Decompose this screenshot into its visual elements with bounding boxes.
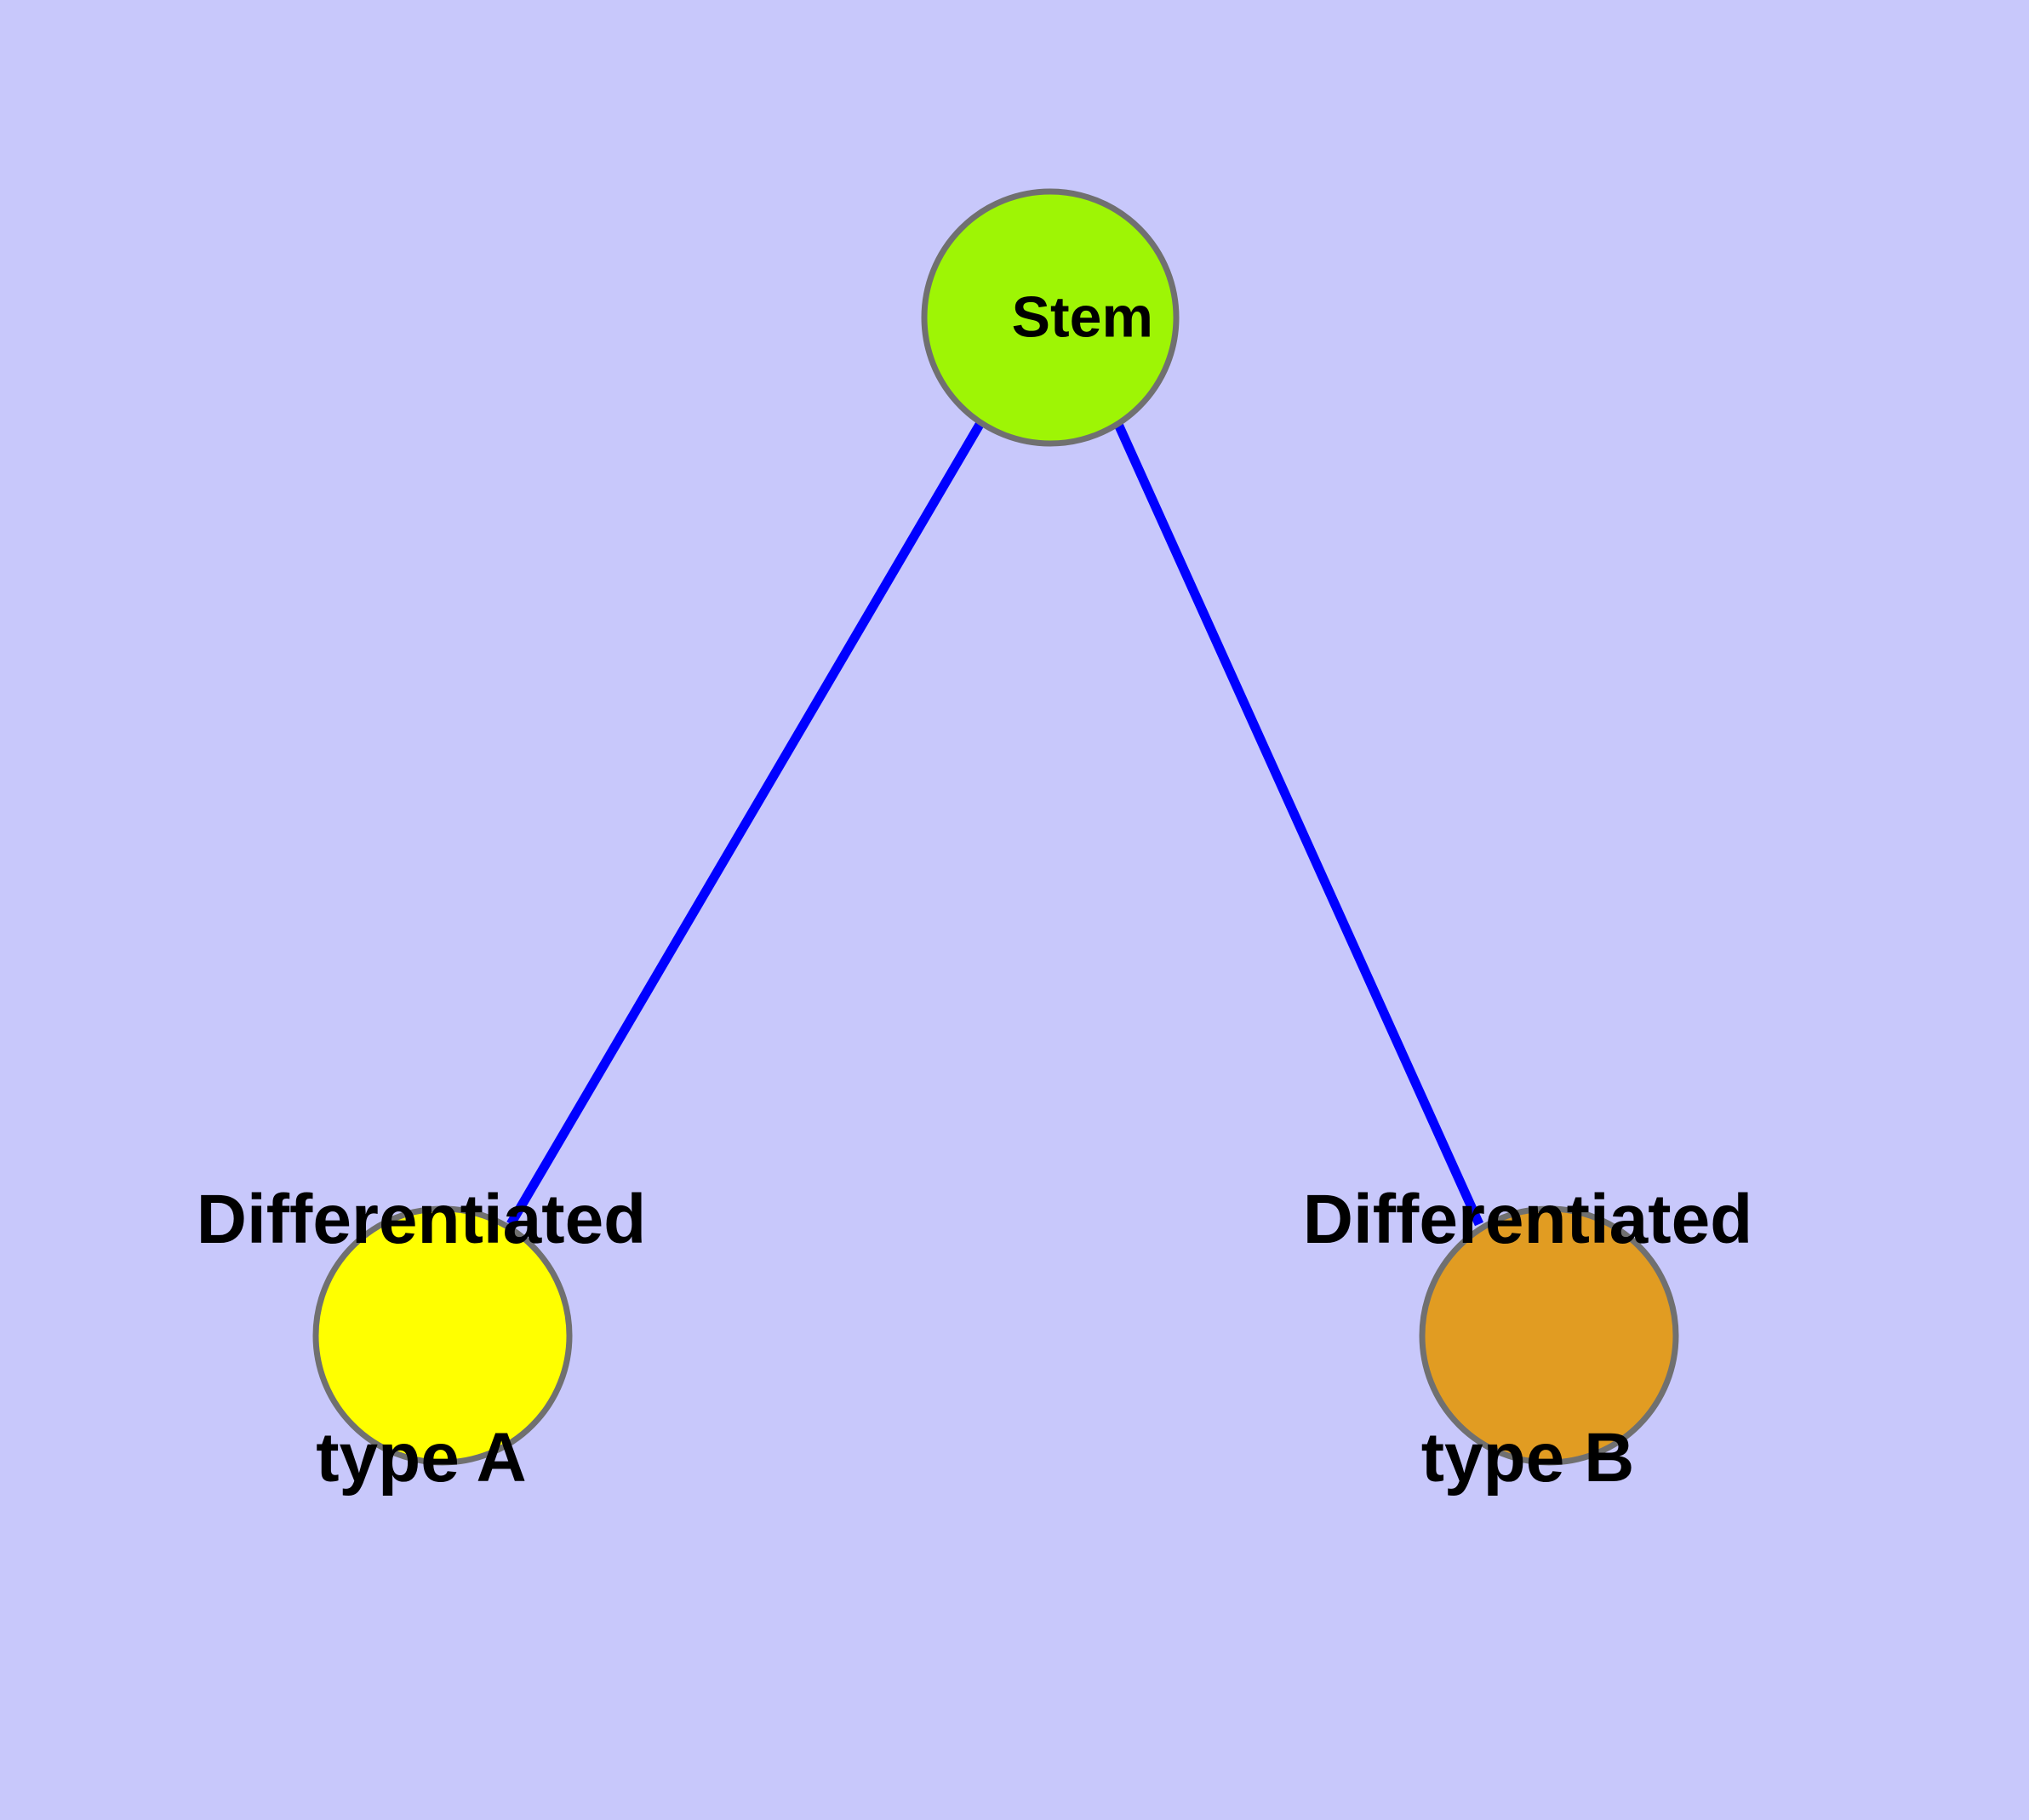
node-stem[interactable]	[921, 188, 1180, 447]
edge-stem-to-diff-a	[506, 421, 985, 1227]
node-differentiated-type-a[interactable]	[312, 1205, 573, 1466]
edge-layer	[506, 418, 1484, 1227]
node-differentiated-type-b[interactable]	[1419, 1205, 1679, 1466]
node-layer	[312, 188, 1679, 1466]
edge-stem-to-diff-b	[1112, 418, 1484, 1227]
